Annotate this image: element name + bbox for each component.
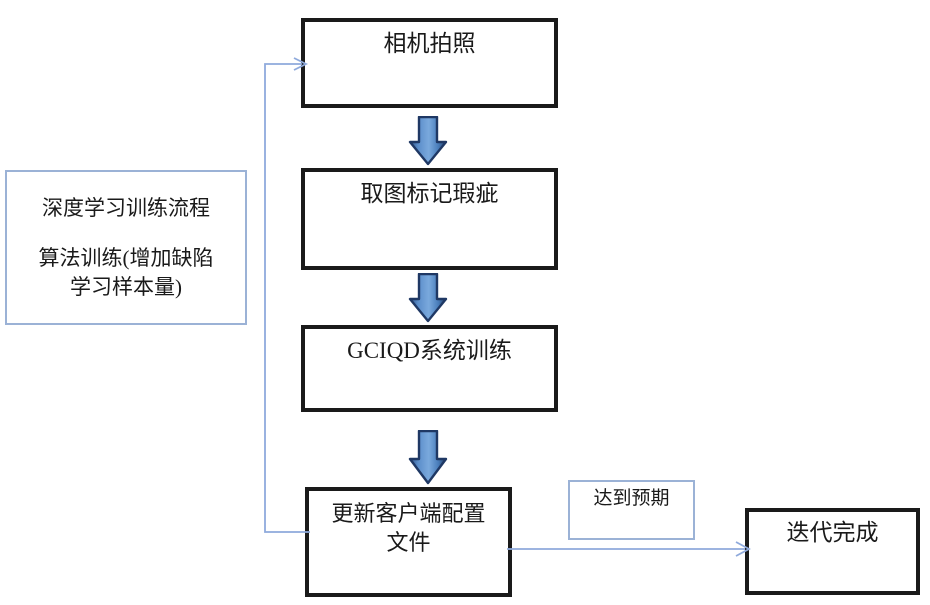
node-gciqd-training[interactable]: GCIQD系统训练 [301, 325, 558, 412]
node-meets-expectation[interactable]: 达到预期 [568, 480, 695, 540]
notes-box: 深度学习训练流程 算法训练(增加缺陷 学习样本量) [5, 170, 247, 325]
node-update-client-config-label: 更新客户端配置 文件 [331, 501, 486, 555]
node-meets-expectation-label: 达到预期 [593, 488, 670, 509]
node-camera-capture[interactable]: 相机拍照 [301, 18, 558, 108]
node-camera-capture-label: 相机拍照 [383, 31, 476, 56]
feedback-connector-arrow [264, 57, 310, 533]
node-mark-defects[interactable]: 取图标记瑕疵 [301, 168, 558, 270]
finish-connector-arrow [507, 541, 751, 557]
node-mark-defects-label: 取图标记瑕疵 [360, 181, 499, 206]
notes-line-1: 深度学习训练流程 [42, 195, 210, 220]
node-gciqd-training-label: GCIQD系统训练 [347, 338, 512, 363]
down-block-arrow-icon [408, 430, 448, 485]
node-iteration-complete[interactable]: 迭代完成 [745, 508, 920, 595]
node-iteration-complete-label: 迭代完成 [786, 520, 879, 545]
node-update-client-config[interactable]: 更新客户端配置 文件 [305, 487, 512, 597]
down-block-arrow-icon [408, 116, 448, 166]
notes-line-2: 算法训练(增加缺陷 学习样本量) [38, 246, 214, 299]
down-block-arrow-icon [408, 273, 448, 323]
